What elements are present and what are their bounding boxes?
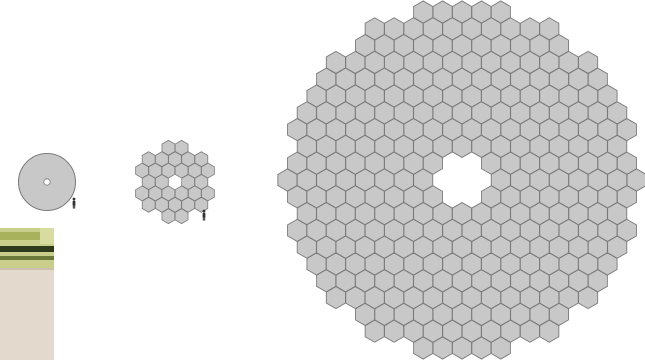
mirror-segment — [195, 197, 208, 212]
large-segmented-mirror — [278, 1, 645, 359]
monolithic-mirror-hole — [44, 179, 50, 185]
human-figure-1 — [73, 198, 76, 209]
photo-fragment — [0, 228, 54, 360]
mirror-segment — [142, 197, 155, 212]
mirror-segment — [175, 209, 188, 224]
small-segmented-mirror — [136, 140, 215, 223]
mirror-segment — [162, 209, 175, 224]
monolithic-mirror — [19, 154, 76, 211]
human-figure-2 — [203, 210, 206, 221]
